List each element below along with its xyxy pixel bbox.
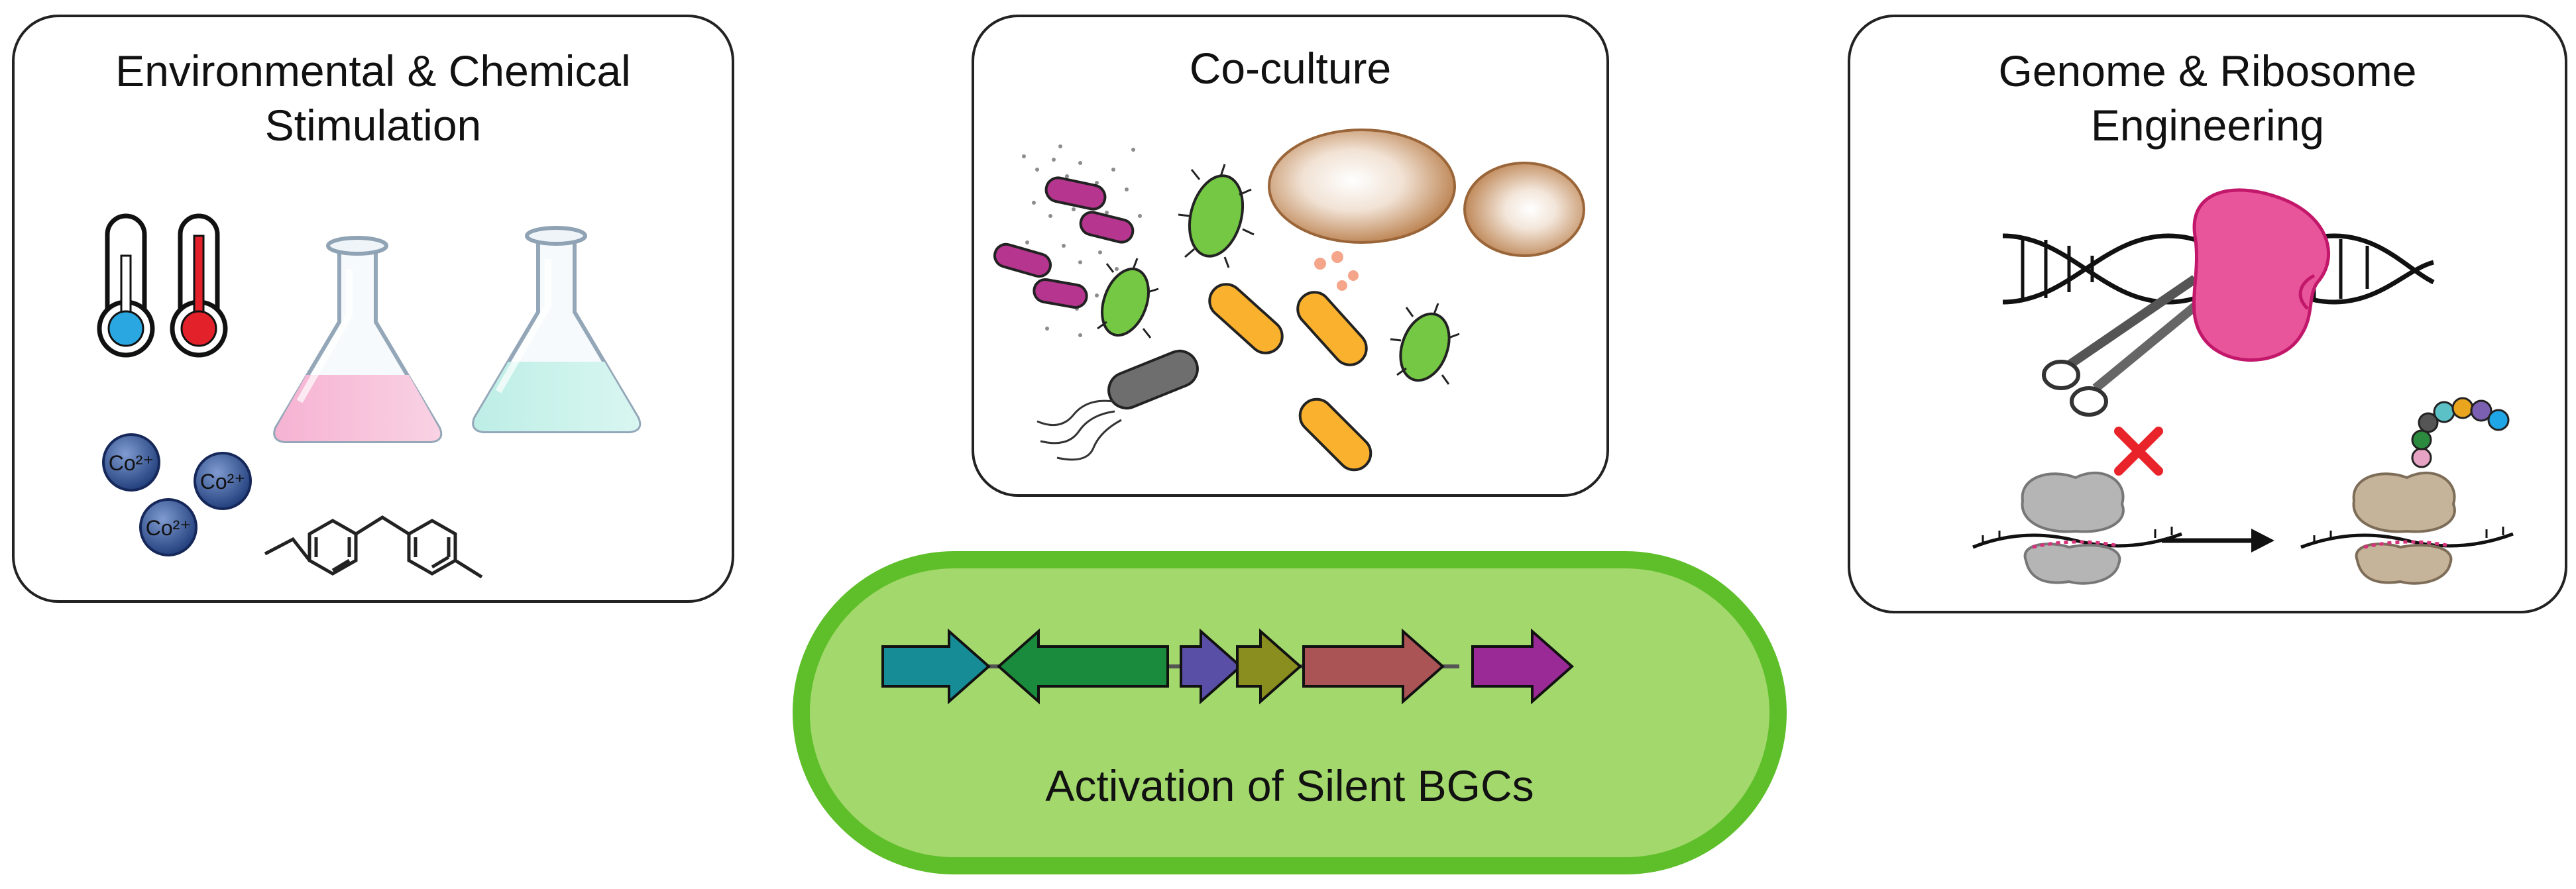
gene-arrow-6 <box>1473 631 1572 702</box>
chemical-structure-icon <box>265 517 482 577</box>
cobalt-ion-icon: Co²⁺ <box>103 435 159 490</box>
yeast-cell-icon <box>1269 130 1584 256</box>
green-bacteria-icon <box>1093 258 1158 342</box>
active-ribosome-icon <box>2301 398 2513 584</box>
gene-arrow-4 <box>1237 631 1300 702</box>
cold-thermometer-icon <box>99 216 152 355</box>
pink-flask-icon <box>275 238 440 441</box>
cobalt-ion-label-3: Co²⁺ <box>146 516 191 540</box>
inactive-ribosome-icon <box>1973 473 2182 584</box>
nascent-peptide-icon <box>2412 398 2508 467</box>
gene-arrow-2 <box>999 631 1168 702</box>
cobalt-ion-label-1: Co²⁺ <box>109 451 154 475</box>
cobalt-ion-label-2: Co²⁺ <box>200 470 245 494</box>
green-bacteria-icon <box>1178 164 1254 268</box>
coculture-panel: Co-culture <box>972 15 1609 497</box>
environmental-artwork: Co²⁺ Co²⁺ Co²⁺ <box>15 17 737 605</box>
cobalt-ion-icon: Co²⁺ <box>195 453 251 509</box>
hot-thermometer-icon <box>172 216 225 355</box>
blue-flask-icon <box>474 228 639 431</box>
genome-panel: Genome & Ribosome Engineering <box>1848 15 2567 613</box>
gene-arrow-1 <box>883 631 989 702</box>
transition-arrow-icon <box>2162 529 2274 552</box>
genome-artwork <box>1850 17 2570 616</box>
orange-bacteria-icon <box>1203 278 1378 477</box>
green-bacteria-icon <box>1390 303 1459 387</box>
cobalt-ion-icon: Co²⁺ <box>140 499 196 555</box>
gray-bacteria-icon <box>1037 346 1203 460</box>
secreted-droplets <box>1314 251 1359 291</box>
activation-cell: Activation of Silent BGCs <box>793 551 1787 874</box>
coculture-artwork <box>974 17 1612 499</box>
nuclease-icon <box>2194 190 2328 360</box>
activation-label: Activation of Silent BGCs <box>810 760 1769 811</box>
bgc-gene-cluster <box>810 568 1769 857</box>
gene-arrows <box>883 631 1572 702</box>
gene-arrow-3 <box>1181 631 1241 702</box>
environmental-panel: Environmental & Chemical Stimulation <box>12 15 734 603</box>
gene-arrow-5 <box>1304 631 1443 702</box>
inhibition-x-icon <box>2119 431 2158 471</box>
